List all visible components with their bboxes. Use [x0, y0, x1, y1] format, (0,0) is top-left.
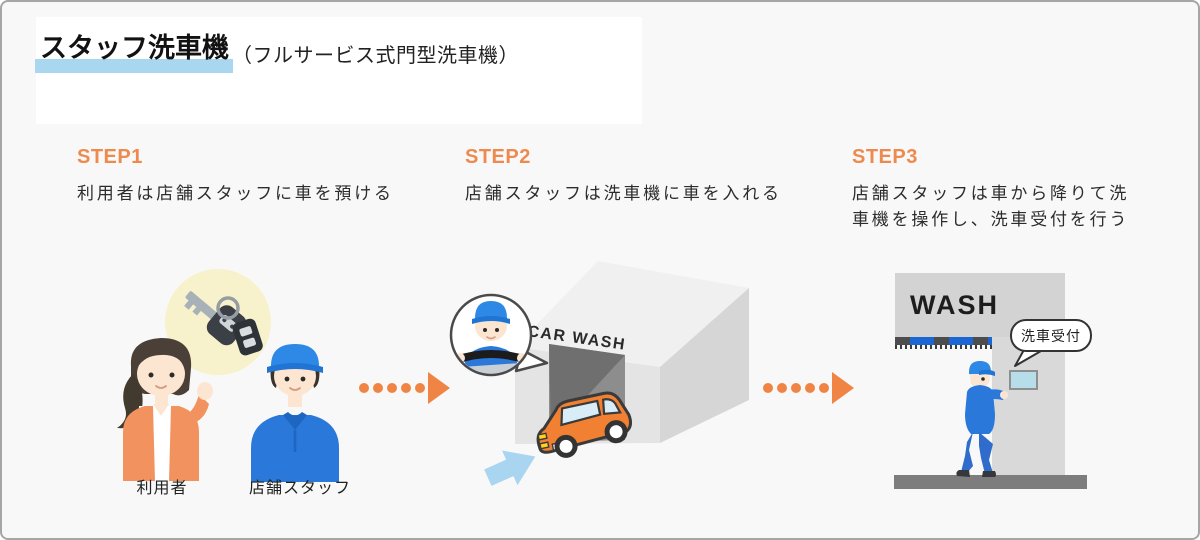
flow-arrow-icon — [763, 372, 854, 404]
control-panel-screen — [1009, 370, 1038, 390]
wash-reception-bubble-text: 洗車受付 — [1021, 328, 1081, 344]
car-illustration — [536, 391, 633, 458]
step2-description: 店舗スタッフは洗車機に車を入れる — [465, 184, 782, 203]
wash-brush-teeth — [895, 345, 992, 349]
entry-arrow-icon — [484, 450, 536, 486]
page-title: スタッフ洗車機 — [40, 33, 229, 63]
step3-description: 店舗スタッフは車から降りて洗車機を操作し、洗車受付を行う — [852, 184, 1130, 229]
step1-illustration: 利用者 店舗スタッフ — [77, 269, 397, 505]
driver-speech-bubble — [449, 293, 549, 377]
wash-brush-strip — [895, 337, 992, 345]
wash-machine-column — [992, 337, 1065, 477]
title-underline — [35, 59, 233, 73]
step1-description: 利用者は店舗スタッフに車を預ける — [77, 184, 394, 203]
flow-arrow-icon — [359, 372, 450, 404]
step3-illustration: WASH 洗車受付 — [887, 264, 1102, 496]
wash-sign-text: WASH — [910, 290, 999, 320]
wash-reception-speech-bubble: 洗車受付 — [1010, 319, 1092, 367]
customer-label: 利用者 — [136, 480, 188, 497]
staff-operating-illustration — [956, 361, 1008, 477]
step2-illustration: CAR WASH — [442, 260, 772, 500]
staff-label: 店舗スタッフ — [248, 480, 351, 497]
step3-label: STEP3 — [852, 146, 918, 168]
ground-strip — [894, 475, 1087, 489]
customer-illustration — [117, 338, 213, 481]
car-key-icon — [165, 269, 271, 375]
step1-label: STEP1 — [77, 146, 143, 168]
step2-label: STEP2 — [465, 146, 531, 168]
page-subtitle: （フルサービス式門型洗車機） — [232, 45, 519, 67]
staff-illustration — [251, 344, 339, 482]
